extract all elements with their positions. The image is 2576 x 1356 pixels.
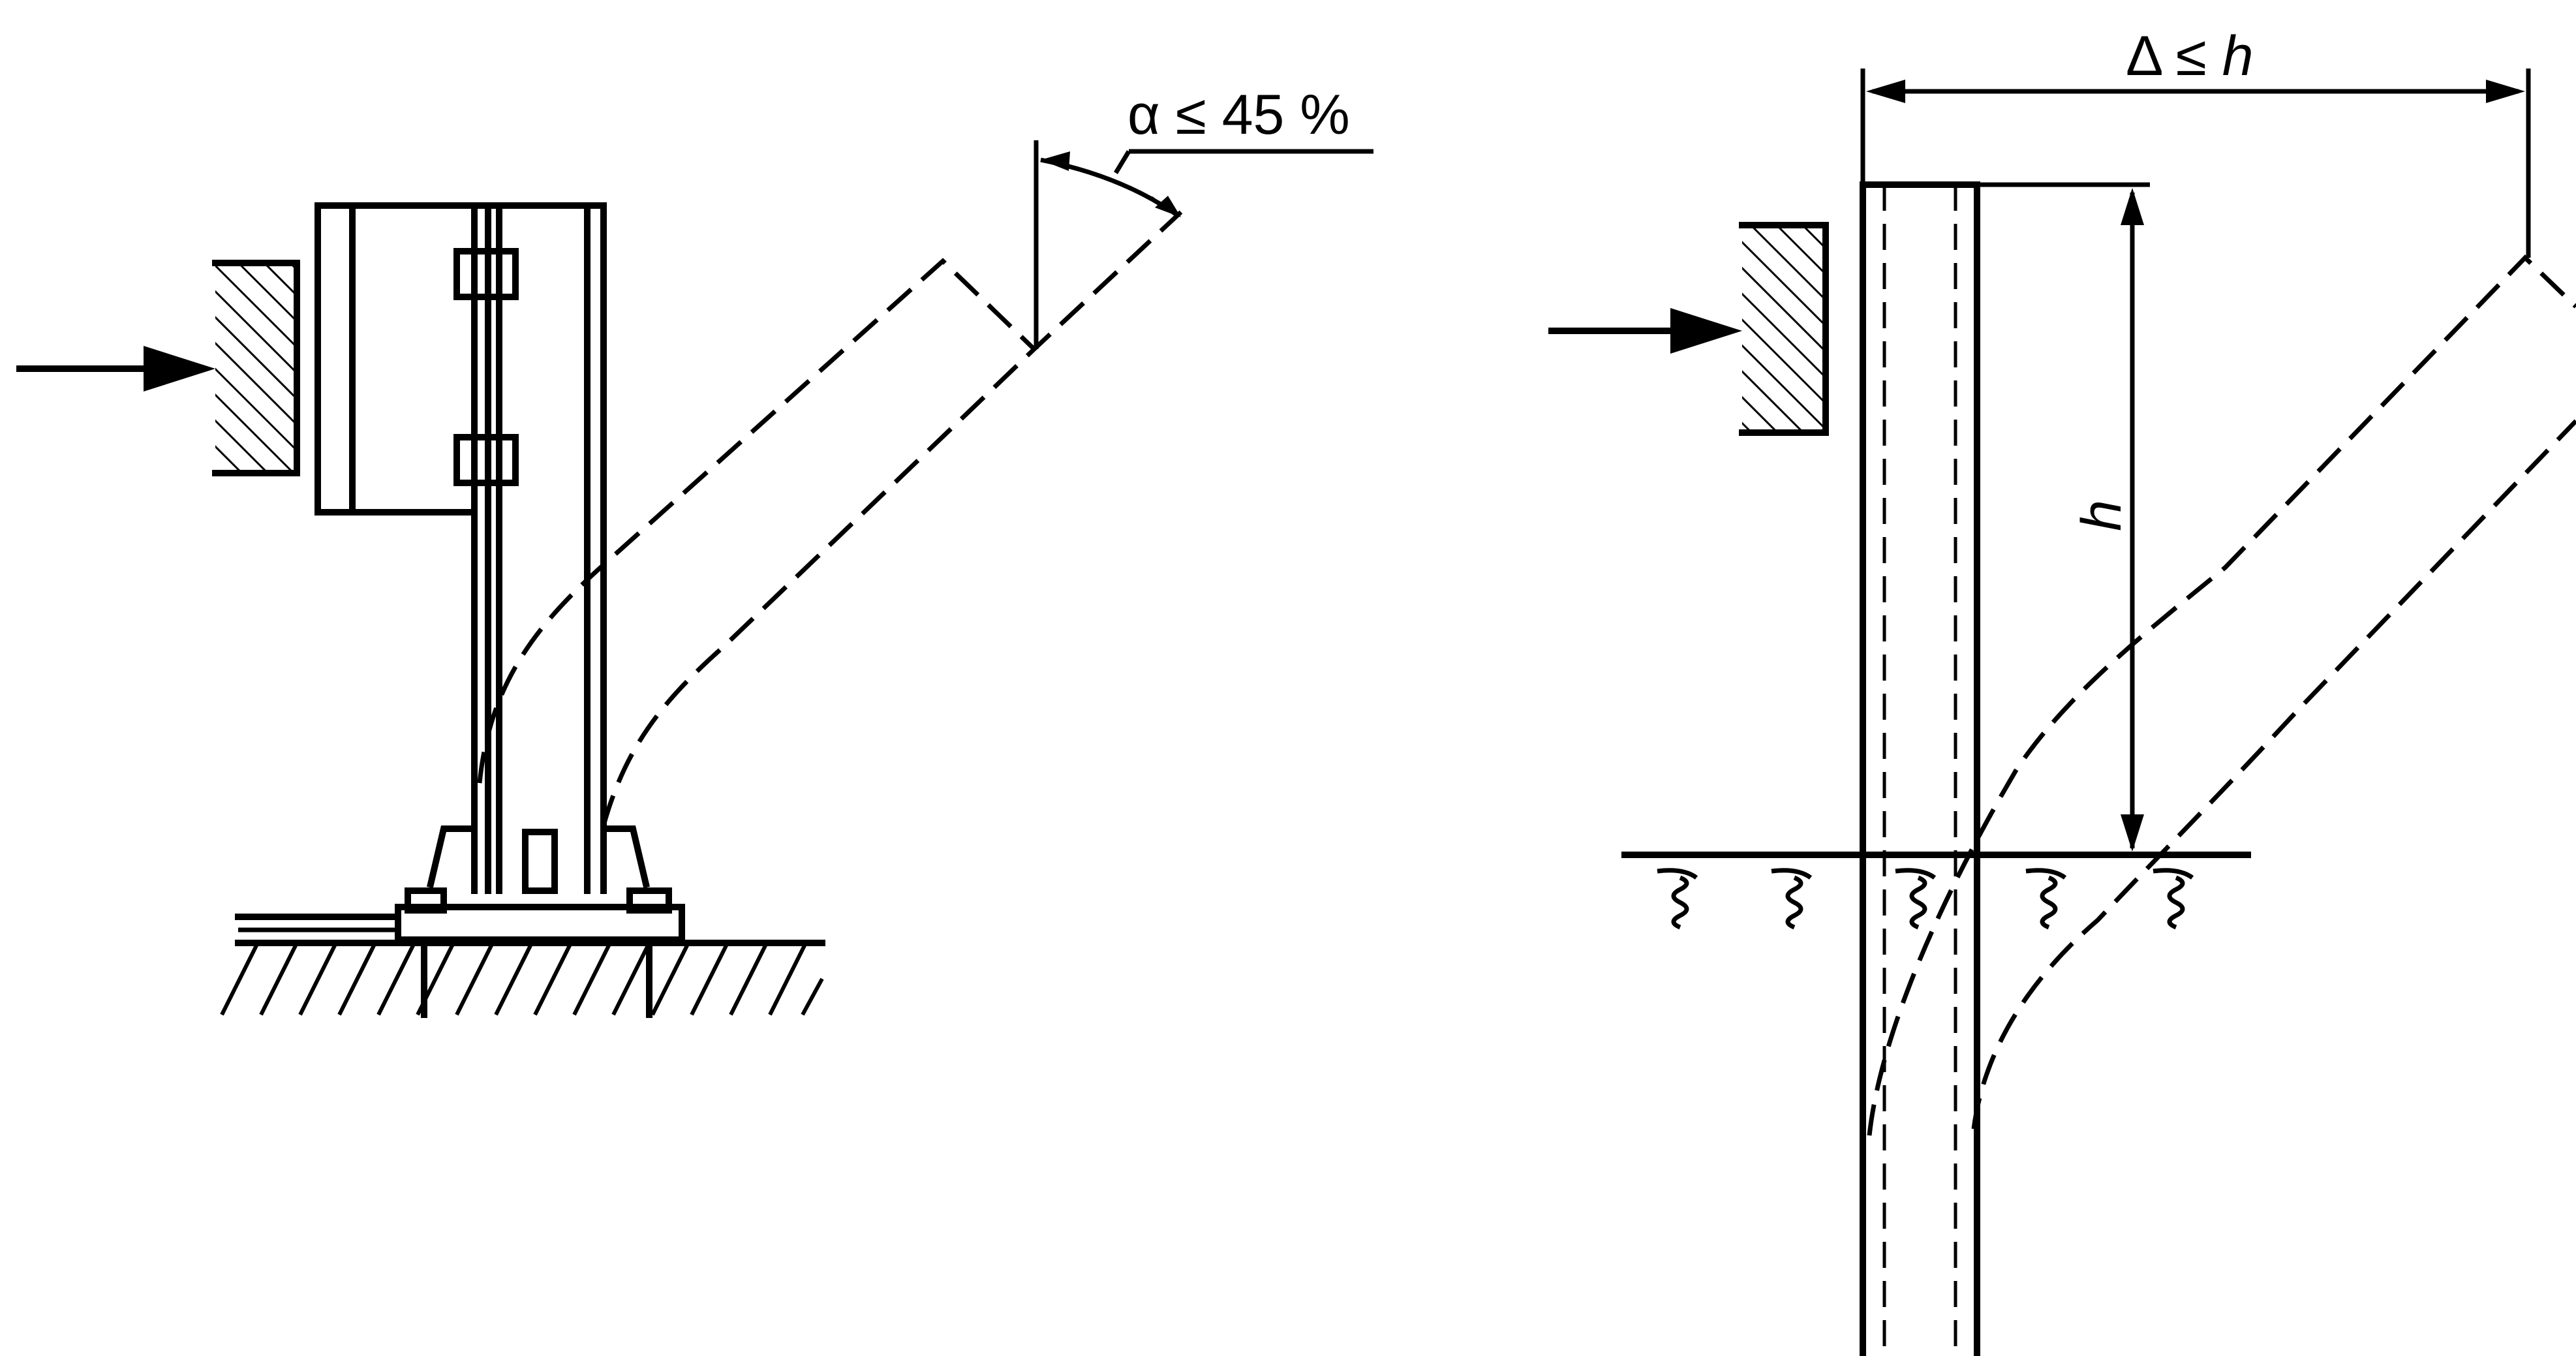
driven-post <box>1860 181 1980 1356</box>
height-label: h <box>2070 500 2133 531</box>
deflection-limit-symbol: Δ ≤ <box>2126 25 2222 87</box>
impactor-block <box>1739 222 1829 436</box>
angle-limit-label: α ≤ 45 % <box>1127 84 1350 146</box>
deflection-dimension: Δ ≤ h <box>1860 25 2531 258</box>
deflected-post-outline <box>477 210 1183 826</box>
base-plate <box>235 825 685 943</box>
right-figure: Δ ≤ h h <box>1548 25 2576 1356</box>
svg-text:Δ ≤ h: Δ ≤ h <box>2126 25 2254 87</box>
soil-ground <box>1621 852 2251 930</box>
right-arrow-icon <box>1548 308 1742 354</box>
angle-dimension: α ≤ 45 % <box>1034 84 1373 349</box>
height-dimension: h <box>1977 182 2150 852</box>
soil-symbol <box>1657 868 2194 930</box>
spacer-block <box>314 202 478 516</box>
hatched-ground-icon <box>220 940 825 1018</box>
deflected-post-outline <box>1867 254 2576 1136</box>
right-arrow-icon <box>16 346 215 392</box>
impactor-block <box>212 260 300 476</box>
steel-post <box>471 202 607 894</box>
left-figure: α ≤ 45 % <box>16 84 1373 1018</box>
deflection-limit-var: h <box>2222 25 2254 87</box>
